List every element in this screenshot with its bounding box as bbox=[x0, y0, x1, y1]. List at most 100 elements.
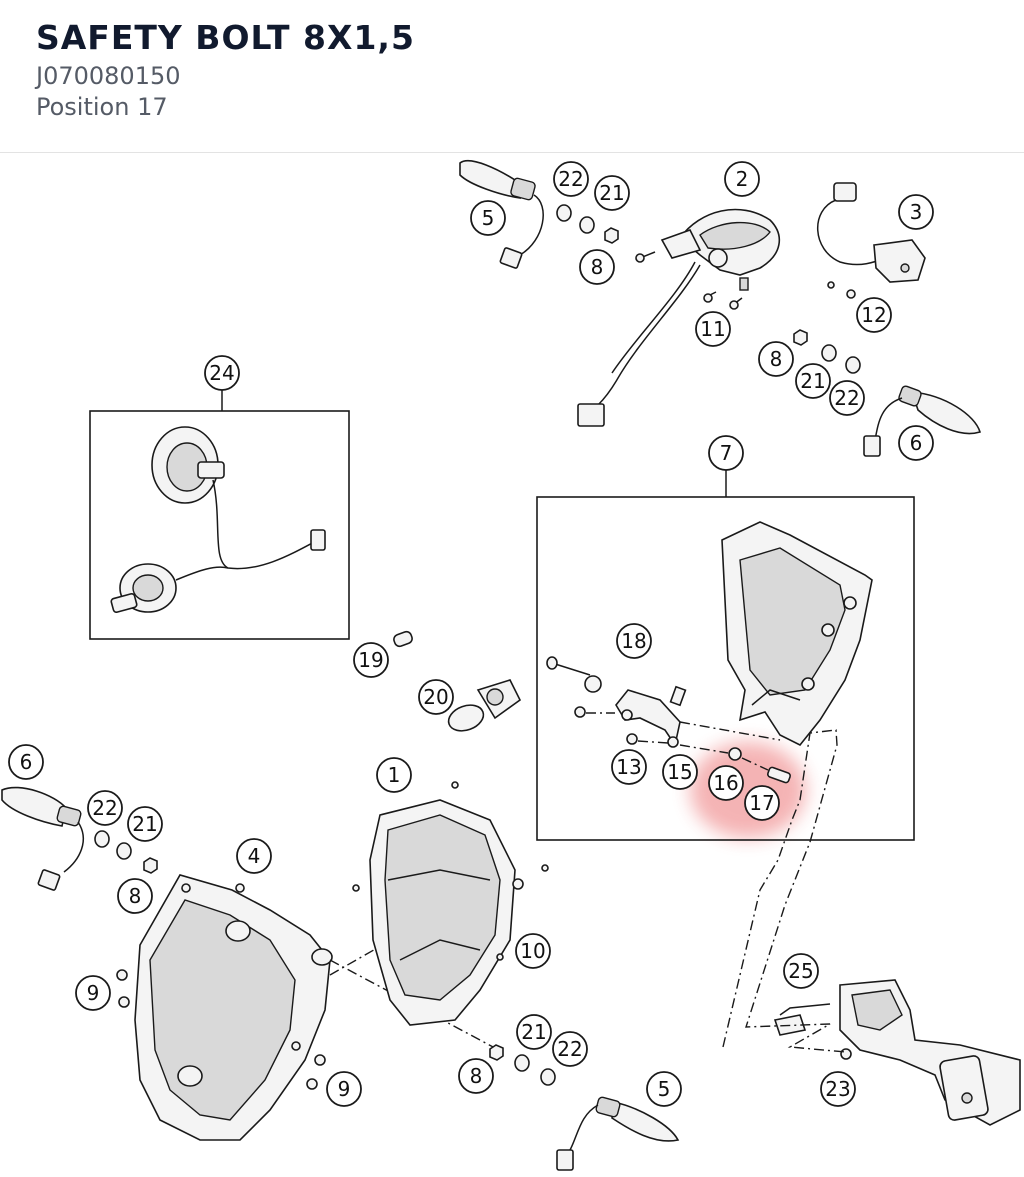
callout-17[interactable]: 17 bbox=[744, 785, 780, 821]
svg-text:22: 22 bbox=[834, 386, 859, 410]
callout-24[interactable]: 24 bbox=[204, 355, 240, 391]
callout-21-right[interactable]: 21 bbox=[795, 363, 831, 399]
header-divider bbox=[0, 152, 1024, 153]
svg-text:25: 25 bbox=[788, 959, 813, 983]
headlight-bracket bbox=[721, 521, 873, 747]
svg-text:8: 8 bbox=[470, 1064, 483, 1088]
highlight-glow bbox=[690, 742, 806, 838]
headlight-mask bbox=[134, 874, 333, 1141]
callout-4[interactable]: 4 bbox=[236, 838, 272, 874]
callout-6-left[interactable]: 6 bbox=[8, 744, 44, 780]
callout-18[interactable]: 18 bbox=[616, 623, 652, 659]
svg-text:23: 23 bbox=[825, 1077, 850, 1101]
bulb-20 bbox=[447, 679, 522, 732]
svg-text:22: 22 bbox=[557, 1037, 582, 1061]
callout-21-top[interactable]: 21 bbox=[594, 175, 630, 211]
callout-2[interactable]: 2 bbox=[724, 161, 760, 197]
callout-15[interactable]: 15 bbox=[662, 754, 698, 790]
turn-signal-top-left bbox=[459, 159, 544, 269]
mask-screws bbox=[116, 969, 326, 1090]
screws-top bbox=[635, 251, 743, 310]
svg-text:8: 8 bbox=[129, 884, 142, 908]
callout-22-top[interactable]: 22 bbox=[553, 161, 589, 197]
callout-9-left[interactable]: 9 bbox=[75, 975, 111, 1011]
washers-top bbox=[556, 204, 619, 244]
callout-12[interactable]: 12 bbox=[856, 297, 892, 333]
callout-21-left[interactable]: 21 bbox=[127, 806, 163, 842]
svg-text:15: 15 bbox=[667, 760, 692, 784]
svg-text:22: 22 bbox=[92, 796, 117, 820]
callout-1[interactable]: 1 bbox=[376, 757, 412, 793]
svg-text:6: 6 bbox=[20, 750, 33, 774]
svg-text:9: 9 bbox=[338, 1077, 351, 1101]
svg-text:10: 10 bbox=[520, 939, 545, 963]
turn-signal-right bbox=[863, 385, 981, 457]
callout-9-bottom[interactable]: 9 bbox=[326, 1071, 362, 1107]
washers-bottom bbox=[489, 1044, 556, 1086]
callout-6-right[interactable]: 6 bbox=[898, 425, 934, 461]
callout-8-bottom[interactable]: 8 bbox=[458, 1058, 494, 1094]
part-header: SAFETY BOLT 8X1,5 J070080150 Position 17 bbox=[0, 0, 1024, 152]
svg-text:5: 5 bbox=[482, 206, 495, 230]
svg-text:12: 12 bbox=[861, 303, 886, 327]
svg-text:7: 7 bbox=[720, 441, 733, 465]
svg-text:24: 24 bbox=[209, 361, 234, 385]
callout-22-right[interactable]: 22 bbox=[829, 380, 865, 416]
callout-10[interactable]: 10 bbox=[515, 933, 551, 969]
headlight-bulb-socket bbox=[110, 426, 326, 613]
part-number: J070080150 bbox=[36, 62, 181, 90]
callout-22-bottom[interactable]: 22 bbox=[552, 1031, 588, 1067]
callout-8-right[interactable]: 8 bbox=[758, 341, 794, 377]
svg-text:1: 1 bbox=[388, 763, 401, 787]
washers-right bbox=[793, 329, 861, 374]
callout-8-top[interactable]: 8 bbox=[579, 249, 615, 285]
callout-13[interactable]: 13 bbox=[611, 749, 647, 785]
svg-text:20: 20 bbox=[423, 685, 448, 709]
svg-text:8: 8 bbox=[591, 255, 604, 279]
callout-16[interactable]: 16 bbox=[708, 765, 744, 801]
assembly-box-24 bbox=[89, 410, 350, 640]
bracket-25 bbox=[773, 1003, 831, 1036]
svg-text:5: 5 bbox=[658, 1077, 671, 1101]
part-position: Position 17 bbox=[36, 93, 168, 121]
callout-20[interactable]: 20 bbox=[418, 679, 454, 715]
callout-5-bottom[interactable]: 5 bbox=[646, 1071, 682, 1107]
callout-23[interactable]: 23 bbox=[820, 1071, 856, 1107]
washer-23 bbox=[840, 1048, 852, 1060]
washers-left bbox=[94, 830, 158, 874]
svg-text:4: 4 bbox=[248, 844, 261, 868]
sensor-part-3 bbox=[817, 182, 926, 299]
callout-25[interactable]: 25 bbox=[783, 953, 819, 989]
dashboard-unit bbox=[577, 208, 781, 427]
svg-text:17: 17 bbox=[749, 791, 774, 815]
svg-text:11: 11 bbox=[700, 317, 725, 341]
svg-text:2: 2 bbox=[736, 167, 749, 191]
callout-21-bottom[interactable]: 21 bbox=[516, 1014, 552, 1050]
part-title: SAFETY BOLT 8X1,5 bbox=[36, 18, 415, 57]
bulb-19 bbox=[393, 630, 413, 648]
svg-text:16: 16 bbox=[713, 771, 738, 795]
svg-text:6: 6 bbox=[910, 431, 923, 455]
turn-signal-left bbox=[1, 786, 84, 891]
svg-text:21: 21 bbox=[521, 1020, 546, 1044]
svg-text:3: 3 bbox=[910, 200, 923, 224]
svg-text:8: 8 bbox=[770, 347, 783, 371]
exploded-parts-diagram: 1 2 3 4 5 5 6 6 7 8 8 8 8 9 9 10 11 12 1… bbox=[1, 159, 1021, 1171]
callout-22-left[interactable]: 22 bbox=[87, 790, 123, 826]
svg-text:21: 21 bbox=[132, 812, 157, 836]
callout-3[interactable]: 3 bbox=[898, 194, 934, 230]
turn-signal-bottom bbox=[556, 1096, 680, 1171]
callout-19[interactable]: 19 bbox=[353, 642, 389, 678]
callout-11[interactable]: 11 bbox=[695, 311, 731, 347]
handlebar-switch-assembly bbox=[839, 979, 1021, 1126]
svg-text:18: 18 bbox=[621, 629, 646, 653]
svg-text:19: 19 bbox=[358, 648, 383, 672]
svg-text:9: 9 bbox=[87, 981, 100, 1005]
callout-5-top[interactable]: 5 bbox=[470, 200, 506, 236]
svg-text:22: 22 bbox=[558, 167, 583, 191]
svg-text:21: 21 bbox=[800, 369, 825, 393]
callout-7[interactable]: 7 bbox=[708, 435, 744, 471]
callout-8-left[interactable]: 8 bbox=[117, 878, 153, 914]
svg-text:13: 13 bbox=[616, 755, 641, 779]
svg-text:21: 21 bbox=[599, 181, 624, 205]
